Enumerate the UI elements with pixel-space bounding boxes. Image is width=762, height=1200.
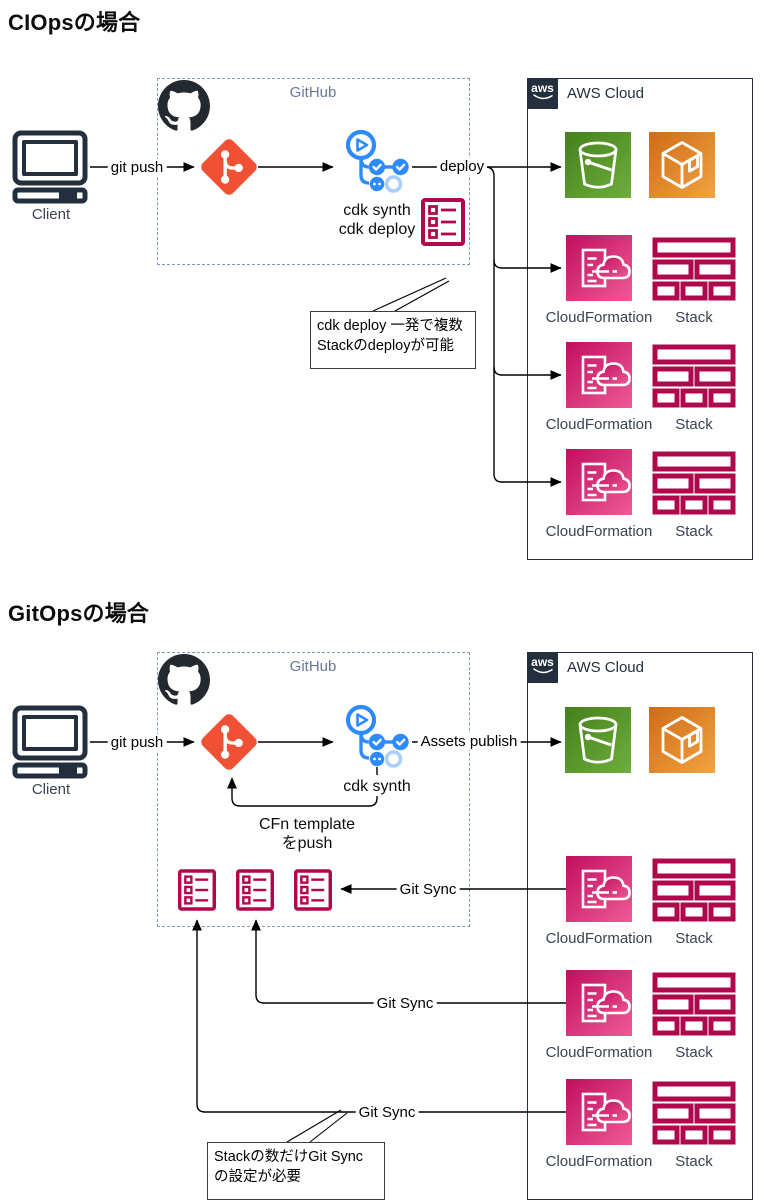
github-octocat-icon xyxy=(158,80,210,132)
stack-label: Stack xyxy=(675,523,713,540)
caption-cdk-deploy: cdk deploy xyxy=(338,221,416,238)
github-actions-icon xyxy=(340,128,414,194)
git-sync-label-1: Git Sync xyxy=(396,881,460,898)
section-title-gitops: GitOpsの場合 xyxy=(8,601,150,626)
stack-label: Stack xyxy=(675,309,713,326)
client-label: Client xyxy=(31,206,71,223)
cloudformation-label: CloudFormation xyxy=(545,523,653,540)
stack-icon xyxy=(652,237,736,301)
cfn-template-icon xyxy=(294,866,332,914)
callout-tail-ciops-b xyxy=(394,280,450,312)
aws-smile-icon xyxy=(532,668,553,674)
edge-cfn-template-push xyxy=(227,777,378,807)
actions-caption-gitops: cdk synth xyxy=(341,777,413,796)
cloudformation-icon xyxy=(566,342,632,408)
client-label: Client xyxy=(31,781,71,798)
stack-label: Stack xyxy=(675,1044,713,1061)
cloudformation-label: CloudFormation xyxy=(545,1044,653,1061)
cloudformation-icon xyxy=(566,235,632,301)
callout-gitops-line2: の設定が必要 xyxy=(214,1169,301,1185)
cloudformation-icon xyxy=(566,449,632,515)
cfn-push-line2: をpush xyxy=(281,835,333,852)
aws-cloud-box-ciops xyxy=(527,78,753,560)
cloudformation-icon xyxy=(566,856,632,922)
edge-deploy-branch-3 xyxy=(486,166,562,487)
ecr-cube-icon xyxy=(649,707,715,773)
git-icon xyxy=(198,711,260,773)
edge-git-sync-2 xyxy=(251,919,566,1004)
git-sync-label-2: Git Sync xyxy=(373,995,437,1012)
git-sync-label-3: Git Sync xyxy=(355,1104,419,1121)
cloudformation-label: CloudFormation xyxy=(545,309,653,326)
cloudformation-icon xyxy=(566,1079,632,1145)
s3-bucket-icon xyxy=(565,707,631,773)
git-icon xyxy=(198,136,260,198)
edge-git-sync-3 xyxy=(192,919,566,1113)
github-actions-icon xyxy=(340,703,414,769)
stack-icon xyxy=(652,972,736,1036)
cfn-push-caption: CFn template をpush xyxy=(259,815,355,853)
callout-tail-gitops-a xyxy=(286,1109,342,1143)
cloudformation-label: CloudFormation xyxy=(545,416,653,433)
stack-icon xyxy=(652,451,736,515)
stack-label: Stack xyxy=(675,1153,713,1170)
aws-logo-text: aws xyxy=(531,81,554,95)
ecr-cube-icon xyxy=(649,132,715,198)
callout-ciops-line2: Stackのdeployが可能 xyxy=(317,338,454,354)
stack-label: Stack xyxy=(675,930,713,947)
aws-cloud-label-gitops: AWS Cloud xyxy=(567,659,644,676)
callout-ciops: cdk deploy 一発で複数 Stackのdeployが可能 xyxy=(310,311,476,369)
assets-publish-label: Assets publish xyxy=(417,733,521,750)
callout-gitops-line1: Stackの数だけGit Sync xyxy=(214,1149,364,1165)
callout-ciops-line1: cdk deploy 一発で複数 xyxy=(317,318,463,334)
edge-deploy-branch-2 xyxy=(493,366,562,380)
cfn-template-icon xyxy=(421,198,465,246)
cloudformation-icon xyxy=(566,970,632,1036)
callout-tail-gitops-b xyxy=(309,1112,348,1143)
caption-cdk-synth: cdk synth xyxy=(343,202,411,219)
aws-logo-icon: aws xyxy=(527,652,558,683)
aws-logo-text: aws xyxy=(531,655,554,669)
cfn-push-line1: CFn template xyxy=(258,816,356,833)
client-icon xyxy=(12,705,90,779)
aws-cloud-label-ciops: AWS Cloud xyxy=(567,85,644,102)
client-icon xyxy=(12,130,90,204)
git-push-label-gitops: git push xyxy=(107,734,167,751)
aws-smile-icon xyxy=(532,94,553,100)
github-group-box-gitops xyxy=(157,652,470,927)
aws-logo-icon: aws xyxy=(527,78,558,109)
github-label-ciops: GitHub xyxy=(289,84,337,101)
cloudformation-label: CloudFormation xyxy=(545,1153,653,1170)
stack-icon xyxy=(652,344,736,408)
edge-deploy-branch-1 xyxy=(493,259,562,273)
stack-label: Stack xyxy=(675,416,713,433)
callout-gitops: Stackの数だけGit Sync の設定が必要 xyxy=(207,1142,385,1200)
stack-icon xyxy=(652,858,736,922)
actions-caption-ciops: cdk synth cdk deploy xyxy=(339,201,416,239)
section-title-ciops: CIOpsの場合 xyxy=(8,10,141,35)
github-label-gitops: GitHub xyxy=(289,658,337,675)
cfn-template-icon xyxy=(236,866,274,914)
deploy-label: deploy xyxy=(436,158,488,175)
github-octocat-icon xyxy=(158,654,210,706)
s3-bucket-icon xyxy=(565,132,631,198)
cloudformation-label: CloudFormation xyxy=(545,930,653,947)
stack-icon xyxy=(652,1081,736,1145)
cfn-template-icon xyxy=(178,866,216,914)
callout-tail-ciops-a xyxy=(372,277,447,312)
git-push-label-ciops: git push xyxy=(107,159,167,176)
